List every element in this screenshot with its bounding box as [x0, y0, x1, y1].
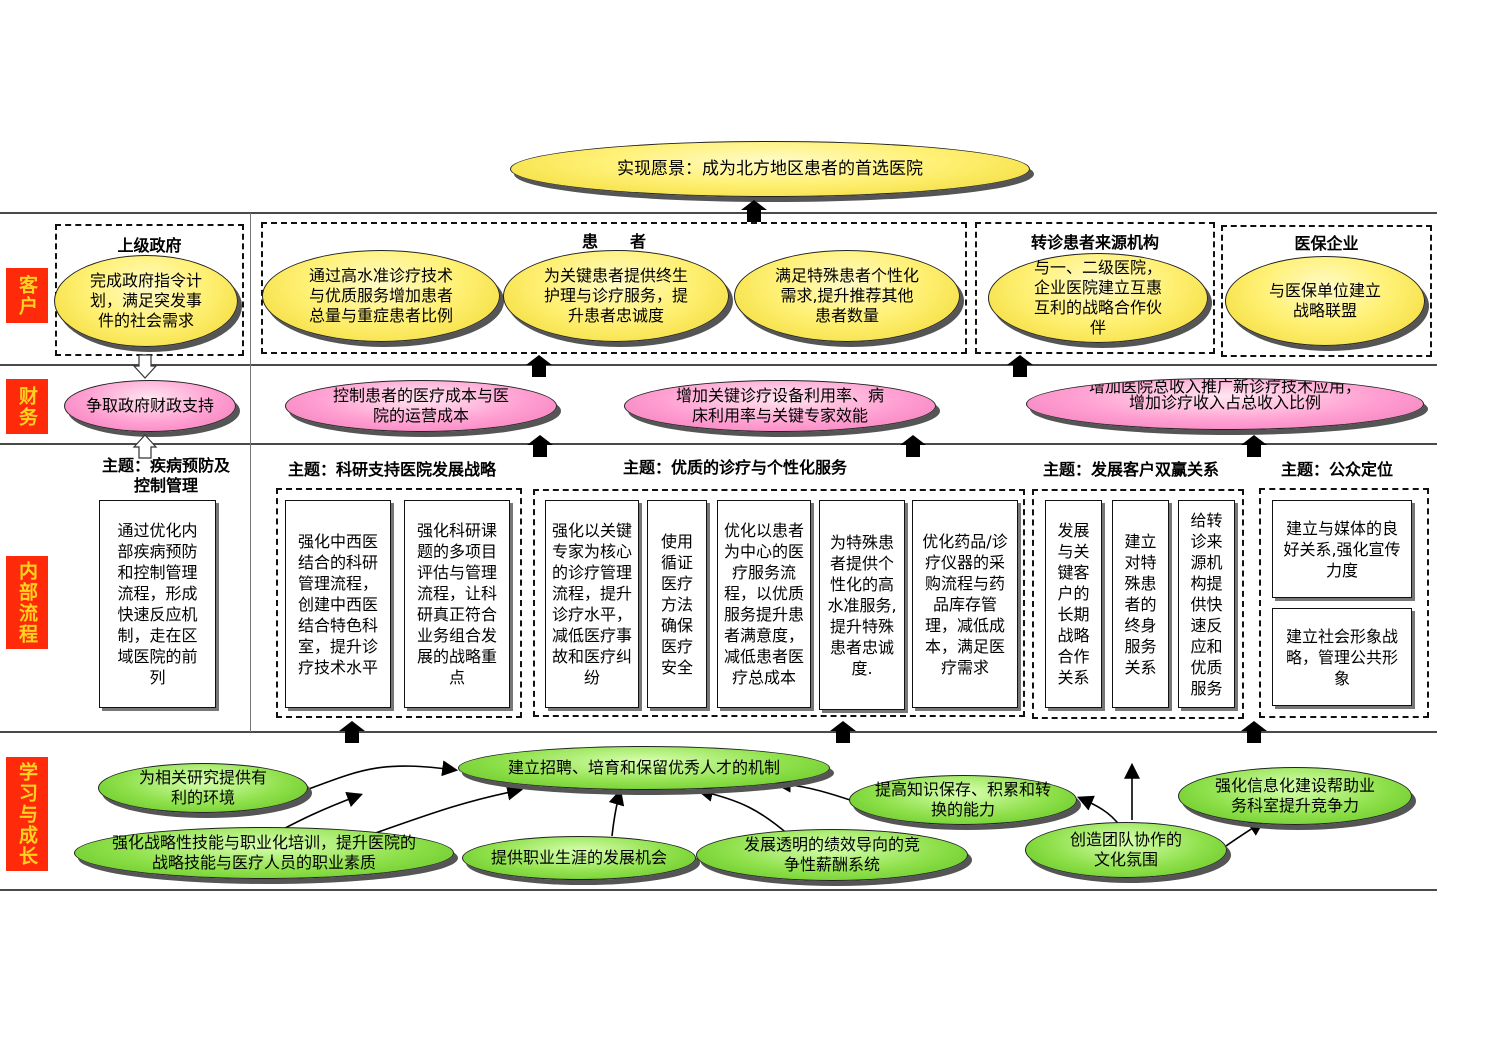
theme-5-box-1: 建立与媒体的良好关系,强化宣传力度	[1272, 500, 1412, 598]
up-arrow-finance-patients	[526, 355, 552, 377]
hollow-arrow-finance-up	[132, 434, 158, 459]
theme-4-box-3: 给转诊来源机构提供快速反应和优质服务	[1178, 500, 1235, 708]
patients-goal-3: 满足特殊患者个性化需求,提升推荐其他患者数量	[734, 250, 960, 342]
finance-goal-2: 控制患者的医疗成本与医院的运营成本	[285, 380, 557, 432]
category-customer: 客户	[6, 268, 48, 323]
divider-finance-internal	[0, 443, 1437, 445]
theme-3-title: 主题：优质的诊疗与个性化服务	[622, 458, 847, 477]
gov-goal: 完成政府指令计划，满足突发事件的社会需求	[54, 255, 238, 347]
insurance-title: 医保企业	[1294, 234, 1359, 253]
theme-4-title: 主题：发展客户双赢关系	[1042, 460, 1219, 479]
theme-2-box	[276, 488, 522, 718]
theme-2-box-2: 强化科研课题的多项目评估与管理流程，让科研真正符合业务组合发展的战略重点	[404, 500, 510, 708]
theme-1-box-1: 通过优化内部疾病预防和控制管理流程，形成快速反应机制，走在区域医院的前列	[99, 500, 216, 708]
theme-3-box-1: 强化以关键专家为核心的诊疗管理流程，提升诊疗水平，减低医疗事故和医疗纠纷	[545, 500, 639, 708]
referral-title: 转诊患者来源机构	[1030, 233, 1159, 252]
divider-top	[0, 212, 1437, 214]
connector-env-to-talent	[305, 760, 459, 791]
up-arrow-learning-1	[339, 721, 365, 743]
up-arrow-finance-referral	[1007, 355, 1033, 377]
up-arrow-learning-3	[1241, 721, 1267, 743]
theme-3-box	[533, 489, 1025, 717]
up-arrow-internal-3	[1241, 435, 1267, 457]
divider-bottom	[0, 889, 1437, 891]
theme-1-title: 主题：疾病预防及控制管理	[101, 456, 230, 495]
vision-ellipse: 实现愿景：成为北方地区患者的首选医院	[510, 141, 1030, 197]
patients-goal-1: 通过高水准诊疗技术与优质服务增加患者总量与重症患者比例	[262, 250, 500, 342]
category-finance: 财务	[6, 379, 48, 434]
theme-2-box-1: 强化中西医结合的科研管理流程，创建中西医结合特色科室，提升诊疗技术水平	[285, 500, 391, 708]
theme-2-title: 主题：科研支持医院发展战略	[287, 460, 496, 479]
learning-goal-env: 为相关研究提供有利的环境	[98, 763, 308, 813]
connector-team-to-it	[1225, 820, 1265, 847]
learning-goal-it: 强化信息化建设帮助业务科室提升竞争力	[1178, 767, 1412, 825]
insurance-goal: 与医保单位建立战略联盟	[1225, 256, 1425, 346]
theme-3-box-3: 优化以患者为中心的医疗服务流程，以优质服务提升患者满意度，减低患者医疗总成本	[717, 500, 811, 708]
category-internal: 内部流程	[6, 556, 48, 649]
divider-customer-finance	[0, 364, 1437, 366]
theme-3-box-2: 使用循证医疗方法确保医疗安全	[647, 500, 707, 708]
finance-goal-3: 增加关键诊疗设备利用率、病床利用率与关键专家效能	[624, 380, 936, 432]
patients-box	[261, 222, 967, 354]
theme-3-box-5: 优化药品/诊疗仪器的采购流程与药品库存管理，减低成本，满足医疗需求	[912, 500, 1018, 708]
theme-4-box-2: 建立对特殊患者的终身服务关系	[1112, 500, 1169, 708]
category-learning: 学习与成长	[6, 757, 48, 871]
hollow-arrow-gov-down	[132, 354, 158, 379]
insurance-box	[1221, 225, 1432, 357]
theme-3-box-4: 为特殊患者提供个性化的高水准服务,提升特殊患者忠诚度.	[819, 500, 905, 710]
theme-4-box-1: 发展与关键客户的长期战略合作关系	[1045, 500, 1102, 708]
gov-title: 上级政府	[117, 236, 182, 255]
learning-goal-training: 强化战略性技能与职业化培训，提升医院的战略技能与医疗人员的职业素质	[74, 827, 454, 879]
up-arrow-internal-2	[900, 435, 926, 457]
connector-training-to-talent	[369, 784, 524, 836]
up-arrow-learning-2	[830, 721, 856, 743]
referral-box	[975, 222, 1215, 354]
connector-knowledge-to-talent	[774, 776, 851, 801]
finance-goal-4: 增加医院总收入推广新诊疗技术应用，增加诊疗收入占总收入比例	[1026, 378, 1424, 430]
patients-goal-2: 为关键患者提供终生护理与诊疗服务，提升患者忠诚度	[503, 250, 729, 342]
connector-pay-to-talent	[696, 786, 791, 837]
theme-5-box	[1259, 488, 1429, 718]
up-arrow-internal-1	[527, 435, 553, 457]
theme-4-box	[1032, 489, 1244, 719]
learning-goal-career: 提供职业生涯的发展机会	[462, 836, 696, 880]
referral-goal: 与一、二级医院，企业医院建立互惠互利的战略合作伙伴	[988, 253, 1208, 343]
theme-5-box-2: 建立社会形象战略，管理公共形象	[1272, 608, 1412, 706]
learning-goal-pay: 发展透明的绩效导向的竞争性薪酬系统	[696, 829, 968, 881]
learning-goal-talent: 建立招聘、培育和保留优秀人才的机制	[458, 746, 830, 790]
patients-title: 患 者	[581, 232, 646, 251]
theme-5-title: 主题：公众定位	[1280, 460, 1393, 479]
divider-internal-learning	[0, 731, 1437, 733]
connector-career-to-talent	[608, 788, 625, 837]
finance-goal-1: 争取政府财政支持	[64, 380, 236, 432]
column-separator	[250, 213, 251, 732]
learning-goal-knowledge: 提高知识保存、积累和转换的能力	[849, 775, 1077, 825]
up-arrow-vision	[741, 200, 767, 222]
learning-goal-team: 创造团队协作的文化氛围	[1025, 822, 1227, 878]
